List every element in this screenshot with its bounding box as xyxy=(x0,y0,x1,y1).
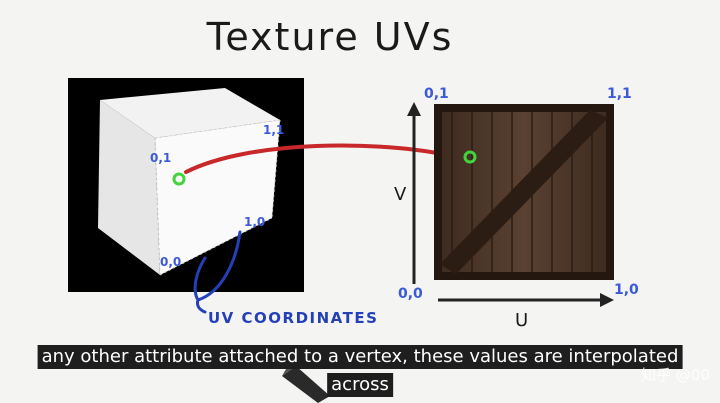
texture-panel: 0,1 1,1 0,0 1,0 xyxy=(398,86,639,302)
cube-label-bottom-right: 1,0 xyxy=(244,215,265,229)
annotation-text: UV COORDINATES xyxy=(208,309,378,327)
u-axis-arrowhead xyxy=(600,293,614,307)
cube-marker-circle xyxy=(172,172,186,186)
crate-frame xyxy=(434,104,614,280)
texture-marker-circle xyxy=(463,150,477,164)
annotation-stroke xyxy=(193,256,207,302)
crate-diagonal-brace xyxy=(440,110,608,274)
uv-annotation: UV COORDINATES xyxy=(193,230,378,327)
u-axis-label: U xyxy=(515,310,528,331)
texture-label-bottom-left: 0,0 xyxy=(398,286,423,302)
cube-top-face xyxy=(100,88,280,138)
uv-axes: V U xyxy=(394,102,614,331)
v-axis-label: V xyxy=(394,184,407,205)
v-axis-arrowhead xyxy=(407,102,421,116)
mapping-arrow-line xyxy=(184,143,454,174)
cube-label-top-left: 0,1 xyxy=(150,151,171,165)
cube-edge xyxy=(159,217,273,276)
cube-panel: 0,1 1,1 0,0 1,0 xyxy=(68,78,304,292)
cube-edge xyxy=(271,119,281,219)
cube-label-top-right: 1,1 xyxy=(263,123,284,137)
texture-label-bottom-right: 1,0 xyxy=(614,282,639,298)
texture-label-top-right: 1,1 xyxy=(607,86,632,102)
texture-label-top-left: 0,1 xyxy=(424,86,449,102)
cube-edge xyxy=(154,119,281,139)
cube-side-face xyxy=(155,120,280,275)
subtitle-line-2: across xyxy=(327,373,393,397)
diagram-title: Texture UVs xyxy=(206,15,454,59)
cube-label-bottom-left: 0,0 xyxy=(160,255,181,269)
cube-front-face xyxy=(98,100,160,275)
subtitle-line-1: any other attribute attached to a vertex… xyxy=(37,345,683,369)
annotation-stroke xyxy=(196,230,242,302)
watermark: 知乎 @00 xyxy=(641,366,710,384)
annotation-stroke xyxy=(196,298,207,314)
